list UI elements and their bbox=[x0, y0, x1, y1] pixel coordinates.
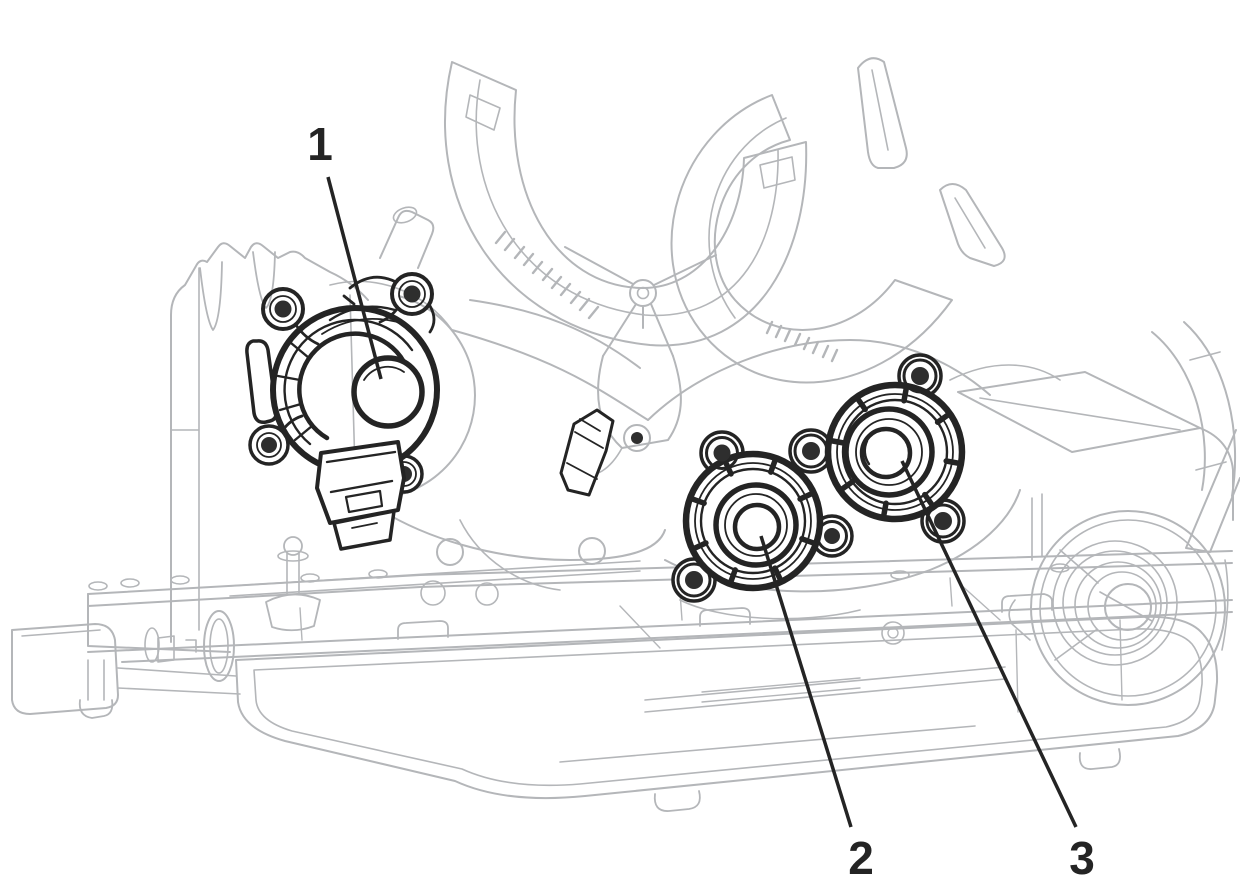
part3-bolts bbox=[793, 358, 961, 539]
callouts: 1 2 3 bbox=[307, 118, 1095, 879]
highlighted-part-1 bbox=[245, 272, 440, 551]
leader-line-2 bbox=[759, 535, 853, 828]
highlighted-part-3 bbox=[788, 353, 966, 544]
oil-pan bbox=[235, 583, 1219, 812]
valve-body bbox=[11, 536, 1233, 719]
part2-bolts bbox=[676, 436, 848, 598]
highlighted-parts bbox=[245, 272, 966, 603]
part3-ribs bbox=[827, 384, 963, 520]
callout-label-2: 2 bbox=[848, 832, 874, 879]
leader-line-3 bbox=[900, 460, 1078, 828]
highlighted-part-2 bbox=[671, 430, 854, 603]
background-assembly-drawing bbox=[11, 57, 1240, 812]
part1-connector bbox=[315, 440, 406, 551]
leader-line-1 bbox=[326, 176, 383, 380]
callout-label-1: 1 bbox=[307, 118, 333, 170]
shift-fork-assembly bbox=[444, 57, 1240, 553]
callout-label-3: 3 bbox=[1069, 832, 1095, 879]
shift-bracket bbox=[559, 408, 643, 497]
output-shaft-housing bbox=[957, 371, 1234, 706]
